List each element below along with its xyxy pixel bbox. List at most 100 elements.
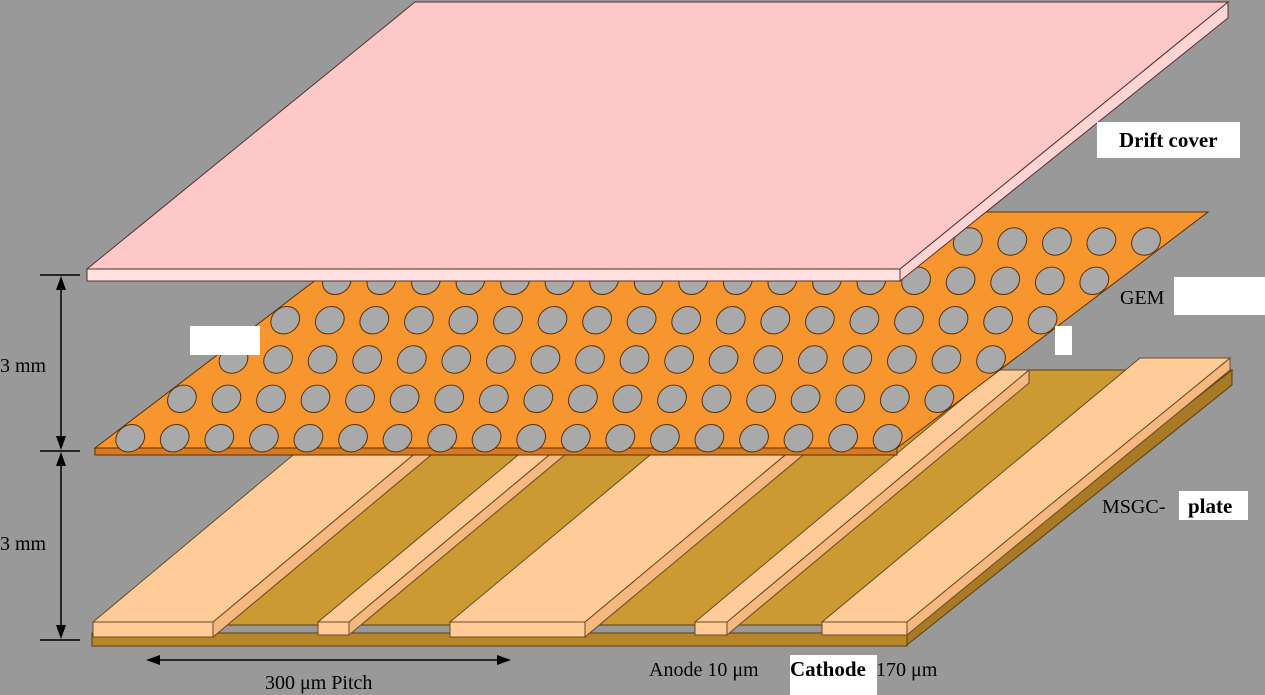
gem-hole (1034, 266, 1065, 295)
gem-hole (448, 306, 479, 335)
gem-hole (664, 345, 694, 374)
drift-cover-label: Drift cover (1119, 128, 1218, 152)
gem-hole (894, 306, 924, 335)
gem-hole (931, 345, 962, 374)
drift-cover-top (85, 1, 1230, 270)
gem-hole (434, 384, 465, 413)
cathode-label: Cathode (790, 657, 866, 681)
label-mask (1055, 326, 1072, 355)
gem-hole (345, 384, 375, 413)
gem-hole (396, 345, 427, 374)
msgc-plate-label: plate (1188, 494, 1232, 518)
gem-hole (694, 424, 725, 453)
upper-gap-label: 3 mm (0, 355, 47, 377)
cathode-strip-front (821, 621, 908, 636)
gem-hole (887, 345, 917, 374)
pitch-label: 300 μm Pitch (265, 672, 372, 694)
gem-hole (256, 384, 286, 413)
gem-hole (389, 384, 420, 413)
gem-hole (382, 424, 413, 453)
gem-hole (650, 424, 680, 453)
gem-hole (293, 424, 324, 453)
gem-hole (582, 306, 612, 335)
gem-hole (270, 306, 301, 335)
gem-hole (1027, 306, 1058, 335)
drift-cover (85, 0, 1230, 283)
cathode-width-label: 170 μm (876, 659, 938, 681)
gem-hole (249, 424, 279, 453)
gem-hole (352, 345, 383, 374)
gem-hole (338, 424, 368, 453)
lower-gap-label: 3 mm (0, 533, 47, 555)
gem-hole (805, 306, 835, 335)
drift-cover-front-edge (86, 268, 901, 282)
gem-hole (976, 345, 1006, 374)
arrow-head-down (56, 625, 66, 639)
cathode-strip-front (92, 621, 214, 638)
gem-hole (879, 384, 910, 413)
anode-strip (693, 368, 1031, 637)
gem-hole (828, 424, 858, 453)
gem-hole (575, 345, 605, 374)
cathode-strip (820, 356, 1232, 637)
gem-hole (441, 345, 472, 374)
gem-hole (1131, 227, 1161, 256)
gem-hole (983, 306, 1013, 335)
gem-hole (657, 384, 687, 413)
gem-hole (314, 306, 345, 335)
label-mask (190, 326, 260, 355)
gem-hole (835, 384, 866, 413)
gem-hole (359, 306, 390, 335)
gem-hole (872, 424, 903, 453)
gem-hole (1086, 227, 1117, 256)
gem-hole (560, 424, 591, 453)
gem-hole (849, 306, 880, 335)
gem-hole (204, 424, 235, 453)
gem-hole (404, 306, 434, 335)
gem-label-box (1174, 277, 1265, 315)
gem-hole (760, 306, 791, 335)
msgc-label-box (1179, 491, 1248, 520)
anode-label: Anode 10 μm (649, 659, 759, 681)
gem-hole (159, 424, 190, 453)
arrow-head-up (56, 276, 66, 290)
gem-hole (990, 266, 1021, 295)
gem-hole (167, 384, 197, 413)
gem-hole (478, 384, 509, 413)
gem-hole (924, 384, 955, 413)
gem-hole (842, 345, 873, 374)
gem-hole (708, 345, 739, 374)
arrow-head-left (146, 655, 160, 665)
gem-label: GEM (1120, 287, 1165, 309)
gem-hole (115, 424, 146, 453)
anode-strip-front (694, 621, 728, 636)
gem-hole (612, 384, 643, 413)
arrow-head-up (56, 452, 66, 466)
gem-hole (997, 227, 1028, 256)
gem-hole (945, 266, 976, 295)
gem-hole (537, 306, 568, 335)
gem-hole (715, 306, 746, 335)
gem-hole (746, 384, 776, 413)
gem-hole (263, 345, 293, 374)
gem-hole (523, 384, 554, 413)
gem-hole (797, 345, 828, 374)
gem-hole (493, 306, 523, 335)
gem-hole (471, 424, 502, 453)
cathode-strip-front (449, 621, 586, 638)
gem-hole (626, 306, 657, 335)
drift-cover-label-box (1097, 122, 1240, 158)
arrow-head-right (497, 655, 511, 665)
arrow-head-down (56, 436, 66, 450)
gem-hole (739, 424, 769, 453)
gem-hole (671, 306, 702, 335)
msgc-label-prefix: MSGC- (1102, 496, 1165, 518)
cathode-label-box (790, 655, 877, 695)
gap-dimension-arrows (40, 274, 511, 665)
gem-hole (486, 345, 516, 374)
gem-hole (568, 384, 598, 413)
gem-hole (619, 345, 650, 374)
gem-hole (701, 384, 732, 413)
gem-hole (307, 345, 338, 374)
anode-strip-front (317, 621, 350, 636)
